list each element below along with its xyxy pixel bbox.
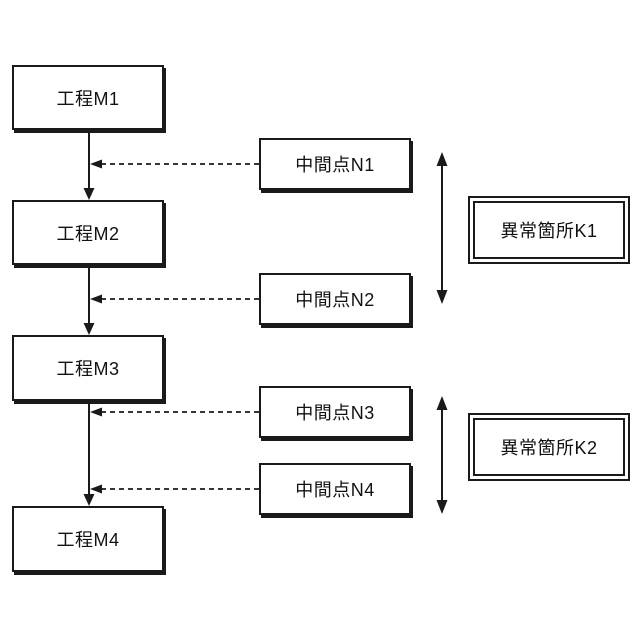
anomaly-box-k2-inner: 異常箇所K2 — [473, 418, 625, 476]
dashed-arrow-n3 — [90, 407, 259, 417]
process-box-m3-label: 工程M3 — [56, 359, 120, 379]
midpoint-box-n4-label: 中間点N4 — [295, 480, 375, 500]
midpoint-box-n3-label: 中間点N3 — [295, 403, 375, 423]
dashed-arrow-n4 — [90, 484, 259, 494]
range-arrow-k1 — [436, 152, 448, 304]
range-arrow-k2 — [436, 396, 448, 514]
midpoint-box-n2: 中間点N2 — [259, 273, 411, 325]
process-box-m4: 工程M4 — [12, 506, 164, 572]
anomaly-box-k2-label: 異常箇所K2 — [500, 438, 598, 458]
flow-arrow-m2-m3 — [83, 265, 95, 335]
midpoint-box-n4: 中間点N4 — [259, 463, 411, 515]
anomaly-box-k1-inner: 異常箇所K1 — [473, 201, 625, 259]
process-box-m1-label: 工程M1 — [56, 88, 120, 109]
dashed-arrow-n2 — [90, 294, 259, 304]
anomaly-box-k2: 異常箇所K2 — [468, 413, 630, 481]
process-box-m3: 工程M3 — [12, 335, 164, 401]
midpoint-box-n2-label: 中間点N2 — [295, 290, 375, 310]
anomaly-box-k1: 異常箇所K1 — [468, 196, 630, 264]
process-box-m4-label: 工程M4 — [56, 530, 120, 550]
process-box-m2: 工程M2 — [12, 200, 164, 265]
process-box-m2-label: 工程M2 — [56, 223, 120, 244]
flow-arrow-m1-m2 — [83, 130, 95, 200]
midpoint-box-n1-label: 中間点N1 — [295, 155, 375, 175]
flow-arrow-m3-m4 — [83, 401, 95, 506]
anomaly-box-k1-label: 異常箇所K1 — [500, 221, 598, 241]
process-box-m1: 工程M1 — [12, 65, 164, 130]
midpoint-box-n1: 中間点N1 — [259, 138, 411, 190]
midpoint-box-n3: 中間点N3 — [259, 386, 411, 438]
dashed-arrow-n1 — [90, 159, 259, 169]
